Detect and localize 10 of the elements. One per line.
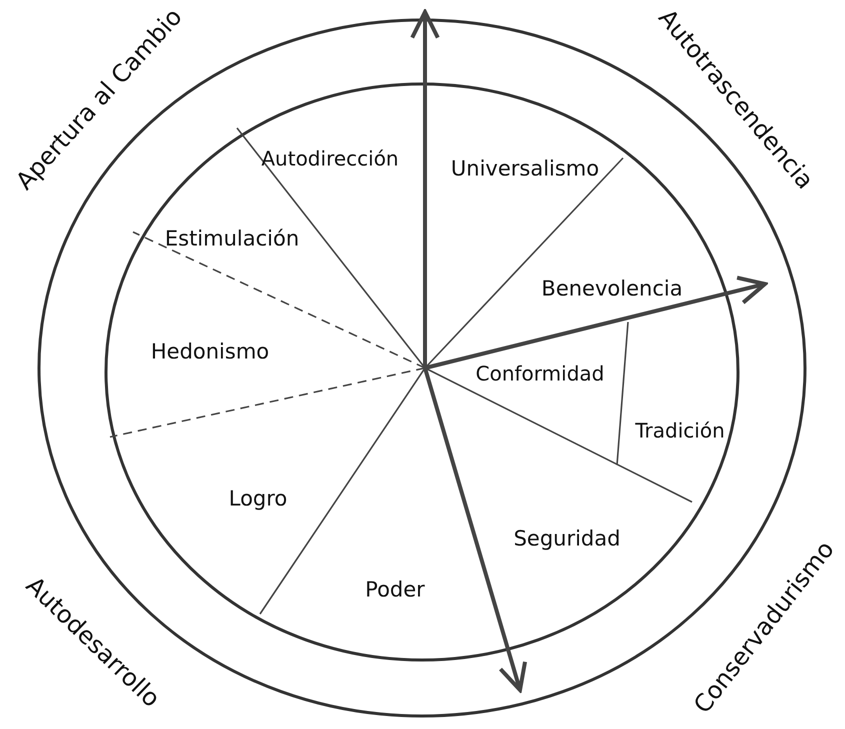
sector-label: Hedonismo bbox=[150, 340, 270, 364]
sector-label: Tradición bbox=[635, 418, 725, 442]
sector-label: Estimulación bbox=[164, 226, 300, 251]
sector-label: Autodirección bbox=[261, 146, 399, 170]
sector-label: Conformidad bbox=[476, 361, 604, 386]
sector-label: Poder bbox=[365, 578, 425, 602]
sector-label: Benevolencia bbox=[541, 276, 683, 301]
sector-label: Universalismo bbox=[450, 156, 600, 181]
sector-label: Seguridad bbox=[514, 526, 620, 551]
sector-label: Logro bbox=[228, 486, 288, 511]
